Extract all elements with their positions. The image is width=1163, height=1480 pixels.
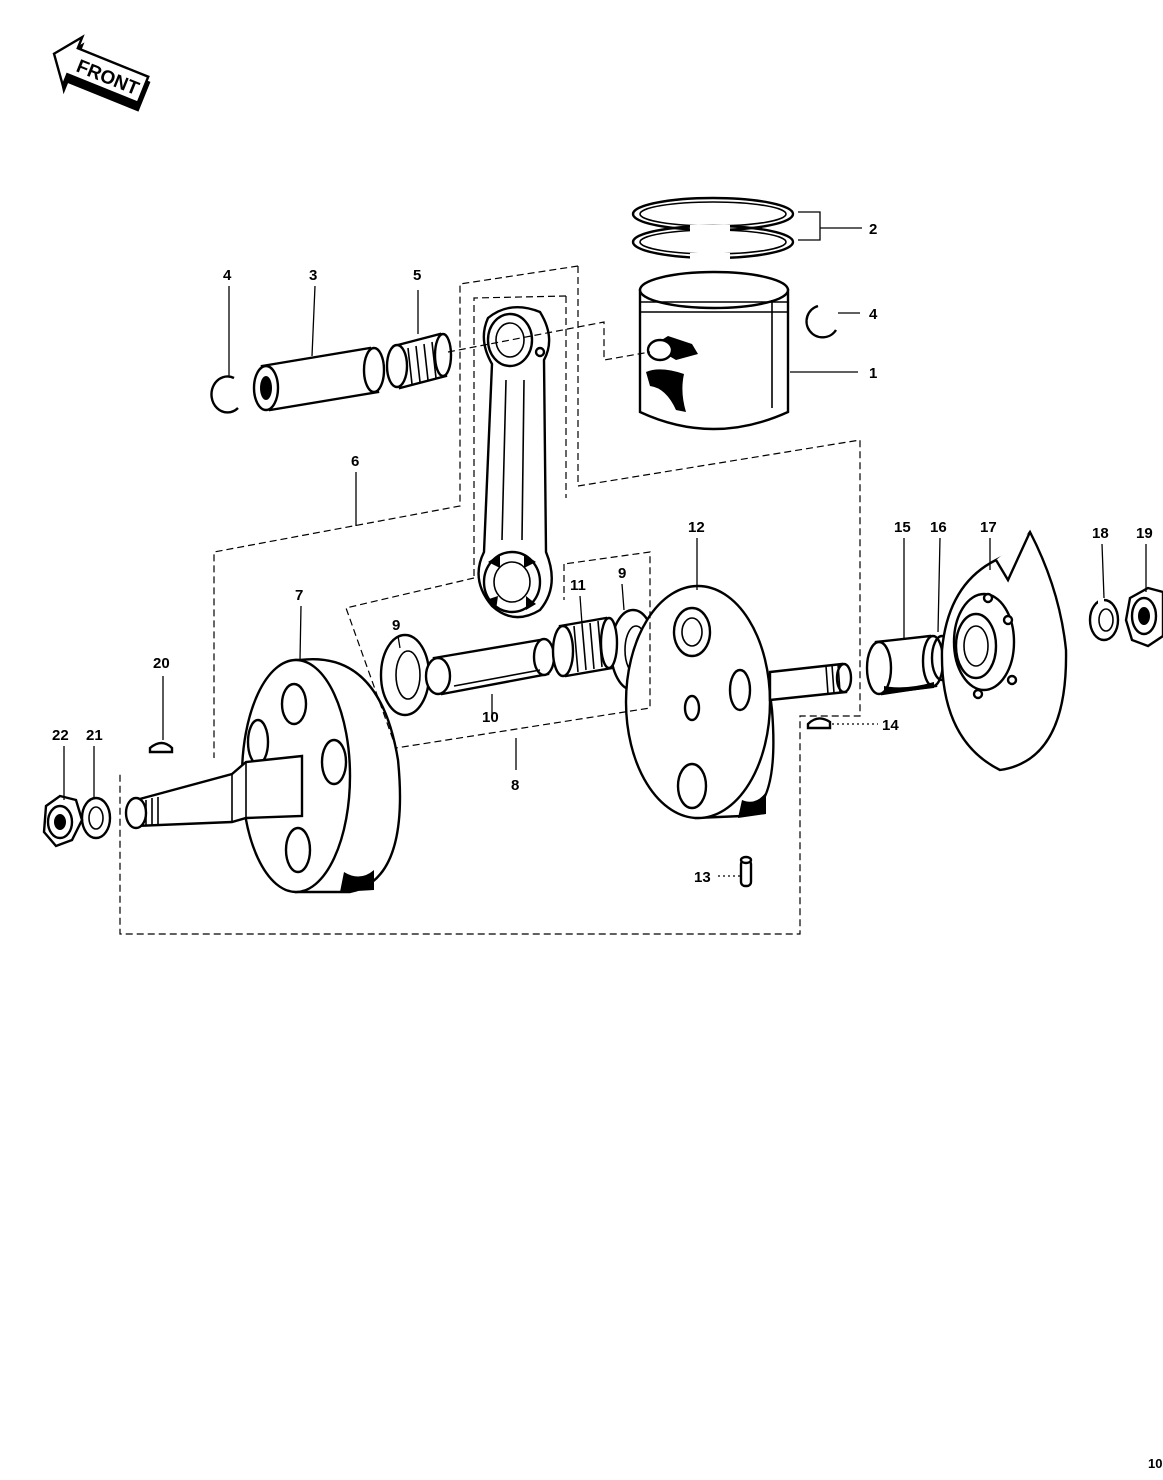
piston-rings — [631, 196, 795, 261]
callout-9-left: 9 — [392, 617, 400, 634]
callout-15: 15 — [894, 519, 911, 536]
callout-18: 18 — [1092, 525, 1109, 542]
callout-1: 1 — [869, 365, 877, 382]
connecting-rod — [477, 306, 553, 619]
circlip-left — [210, 375, 239, 414]
crankshaft-left-flywheel — [124, 657, 402, 894]
callout-9-right: 9 — [618, 565, 626, 582]
dowel-pin — [739, 855, 753, 888]
front-arrow-icon: FRONT — [52, 34, 151, 112]
callout-4-right: 4 — [869, 306, 878, 323]
callout-2: 2 — [869, 221, 877, 238]
callout-19: 19 — [1136, 525, 1153, 542]
woodruff-key-left — [148, 741, 174, 754]
callout-12: 12 — [688, 519, 705, 536]
woodruff-key-right — [806, 717, 832, 730]
callout-5: 5 — [413, 267, 421, 284]
big-end-needle-bearing — [551, 616, 619, 678]
piston-pin — [252, 346, 386, 412]
callout-16: 16 — [930, 519, 947, 536]
circlip-right — [805, 304, 838, 339]
leader-lines — [63, 211, 1147, 877]
hex-nut-right — [1124, 586, 1163, 648]
crankshaft-right-flywheel — [624, 584, 853, 820]
washer-left — [80, 796, 112, 840]
small-end-needle-bearing — [385, 332, 453, 390]
rotary-valve-disc — [940, 529, 1068, 772]
callout-11: 11 — [570, 577, 586, 594]
collar — [865, 634, 945, 696]
page-number: 10 — [1148, 1456, 1163, 1471]
callout-10: 10 — [482, 709, 499, 726]
thrust-washer-left — [379, 633, 431, 717]
callout-21: 21 — [86, 727, 103, 744]
lock-washer — [1088, 598, 1120, 642]
callout-8: 8 — [511, 777, 519, 794]
callout-7: 7 — [295, 587, 303, 604]
callout-13: 13 — [694, 869, 711, 886]
callout-17: 17 — [980, 519, 997, 536]
callout-20: 20 — [153, 655, 170, 672]
callout-labels: 1 2 3 4 4 5 6 7 8 9 9 10 11 12 13 14 15 … — [52, 221, 1153, 886]
callout-22: 22 — [52, 727, 69, 744]
callout-6: 6 — [351, 453, 359, 470]
callout-14: 14 — [882, 717, 899, 734]
callout-3: 3 — [309, 267, 317, 284]
assembly-group-lines — [119, 265, 861, 935]
hex-nut-left — [42, 794, 84, 848]
callout-4-left: 4 — [223, 267, 232, 284]
piston — [638, 270, 790, 431]
crank-pin — [424, 637, 556, 696]
